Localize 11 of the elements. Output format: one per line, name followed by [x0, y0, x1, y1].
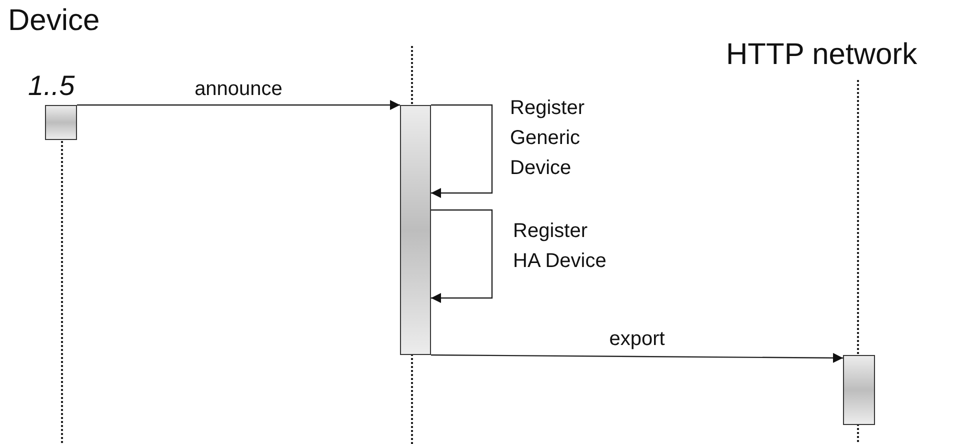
message-arrow [431, 352, 843, 363]
message-arrow [431, 209, 493, 303]
participant-name: HTTP network [726, 38, 918, 72]
message-arrow [431, 104, 493, 198]
message-arrow [77, 100, 400, 110]
message-label: announce [194, 77, 284, 101]
message-label: Register HA Device [513, 219, 608, 274]
multiplicity-label: 1..5 [28, 70, 75, 102]
message-label: export [608, 327, 666, 351]
message-label: Register Generic Device [510, 96, 586, 181]
participant-name: Device [8, 4, 100, 38]
